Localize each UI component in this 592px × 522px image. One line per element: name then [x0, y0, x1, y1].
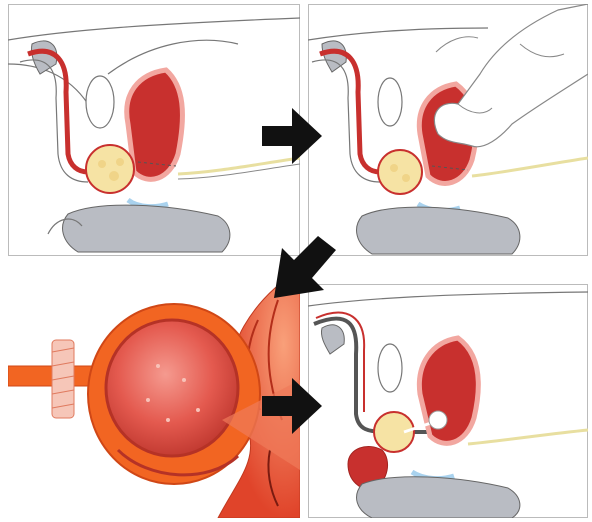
bladder-illustration: [8, 270, 300, 518]
prostate-nodule: [402, 174, 410, 182]
right-arrow-icon: [262, 108, 322, 164]
section-drawing-2: [308, 4, 588, 256]
section-drawing-4: [308, 284, 588, 518]
catheter-balloon: [429, 411, 447, 429]
panel-finger-palpation: [308, 4, 588, 256]
prostate: [86, 145, 134, 193]
bladder: [419, 338, 478, 443]
bladder: [127, 70, 183, 179]
pubic-bone: [378, 78, 402, 126]
panel-catheter: [308, 284, 588, 518]
section-drawing-1: [8, 4, 300, 256]
bladder-lumen: [106, 320, 238, 456]
prostate: [378, 150, 422, 194]
right-arrow-icon: [262, 378, 322, 434]
prostate-nodule: [390, 164, 398, 172]
mucosa-speck: [146, 398, 150, 402]
mucosa-speck: [166, 418, 170, 422]
panel-enlarged-prostate: [8, 4, 300, 256]
prostate-nodule: [116, 158, 124, 166]
mucosa-speck: [156, 364, 160, 368]
down-left-arrow-icon: [274, 236, 336, 298]
prostate-nodule: [98, 160, 106, 168]
mucosa-speck: [196, 408, 200, 412]
mucosa-speck: [182, 378, 186, 382]
pubic-bone: [378, 344, 402, 392]
panel-bladder-closeup: [8, 270, 300, 518]
prostate-nodule: [109, 171, 119, 181]
pubic-bone: [86, 76, 114, 128]
